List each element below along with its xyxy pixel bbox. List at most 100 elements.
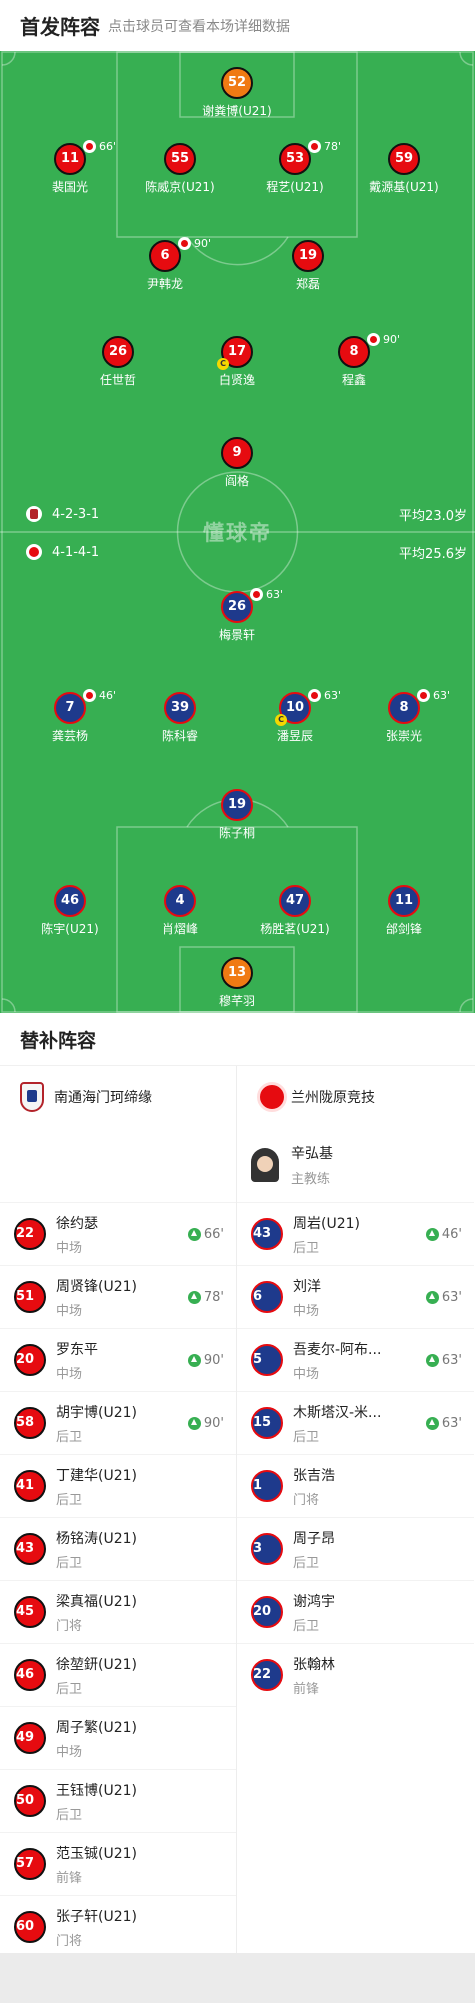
player-name: 陈威京(U21): [145, 180, 215, 194]
player-name: 梁真福(U21): [56, 1593, 137, 1610]
substitution-icon: [178, 237, 191, 250]
player-position: 后卫: [56, 1807, 83, 1823]
shirt-number: 11: [54, 143, 86, 175]
substitution-icon: [83, 689, 96, 702]
shirt-number: 45: [14, 1596, 46, 1628]
substitution-marker: 90': [178, 237, 211, 250]
player-name: 郑磊: [295, 277, 320, 291]
home-team-badge-icon: [26, 506, 42, 522]
player-name: 罗东平: [56, 1341, 98, 1358]
player-name: 张崇光: [385, 729, 422, 743]
substitution-marker: 90': [367, 333, 400, 346]
shirt-number: 26: [102, 336, 134, 368]
substitution-minute: 66': [99, 140, 117, 153]
player-name: 陈科睿: [161, 729, 198, 743]
player-position: 后卫: [56, 1681, 83, 1697]
sub-in-arrow-icon: [187, 1416, 201, 1430]
shirt-number: 46: [14, 1659, 46, 1691]
watermark: 懂球帝: [203, 521, 272, 545]
substitution-minute: 90': [194, 237, 212, 250]
away-team-header[interactable]: 兰州陇原竞技: [237, 1066, 474, 1127]
shirt-number: 60: [14, 1911, 46, 1943]
shirt-number: 5: [251, 1344, 283, 1376]
substitution-icon: [308, 140, 321, 153]
shirt-number: 49: [14, 1722, 46, 1754]
player-position: 后卫: [56, 1429, 83, 1445]
substitution-marker: 63': [308, 689, 341, 702]
substitution-icon: [367, 333, 380, 346]
shirt-number: 53: [279, 143, 311, 175]
away-coach[interactable]: 辛弘基 主教练: [237, 1127, 474, 1202]
shirt-number: 11: [388, 885, 420, 917]
player-name: 谢粪博(U21): [202, 104, 272, 118]
sub-in-minute: 90': [203, 1415, 224, 1431]
shirt-number: 22: [14, 1218, 46, 1250]
player-name: 周子昂: [293, 1530, 335, 1547]
sub-in-arrow-icon: [187, 1290, 201, 1304]
player-name: 陈子桐: [218, 826, 255, 840]
player-position: 中场: [293, 1303, 320, 1319]
sub-in-minute: 63': [441, 1352, 462, 1368]
player-position: 中场: [56, 1366, 83, 1382]
player-name: 刘洋: [293, 1278, 321, 1295]
sub-in-minute: 78': [203, 1289, 224, 1305]
page-footer: [0, 1953, 475, 2003]
away-formation: 4-1-4-1: [52, 544, 100, 560]
player-name: 程艺(U21): [266, 180, 324, 194]
away-team-name: 兰州陇原竞技: [291, 1089, 375, 1106]
player-name: 杨胜茗(U21): [260, 922, 330, 936]
player-name: 范玉铖(U21): [56, 1845, 137, 1862]
home-team-header[interactable]: 南通海门珂缔缘: [0, 1066, 236, 1127]
shirt-number: 6: [251, 1281, 283, 1313]
home-formation-row: 4-2-3-1 平均23.0岁: [0, 502, 475, 526]
shirt-number: 15: [251, 1407, 283, 1439]
player-name: 谢鸿宇: [293, 1593, 335, 1610]
substitution-icon: [308, 689, 321, 702]
player-position: 门将: [293, 1492, 320, 1508]
player-position: 后卫: [293, 1240, 320, 1256]
